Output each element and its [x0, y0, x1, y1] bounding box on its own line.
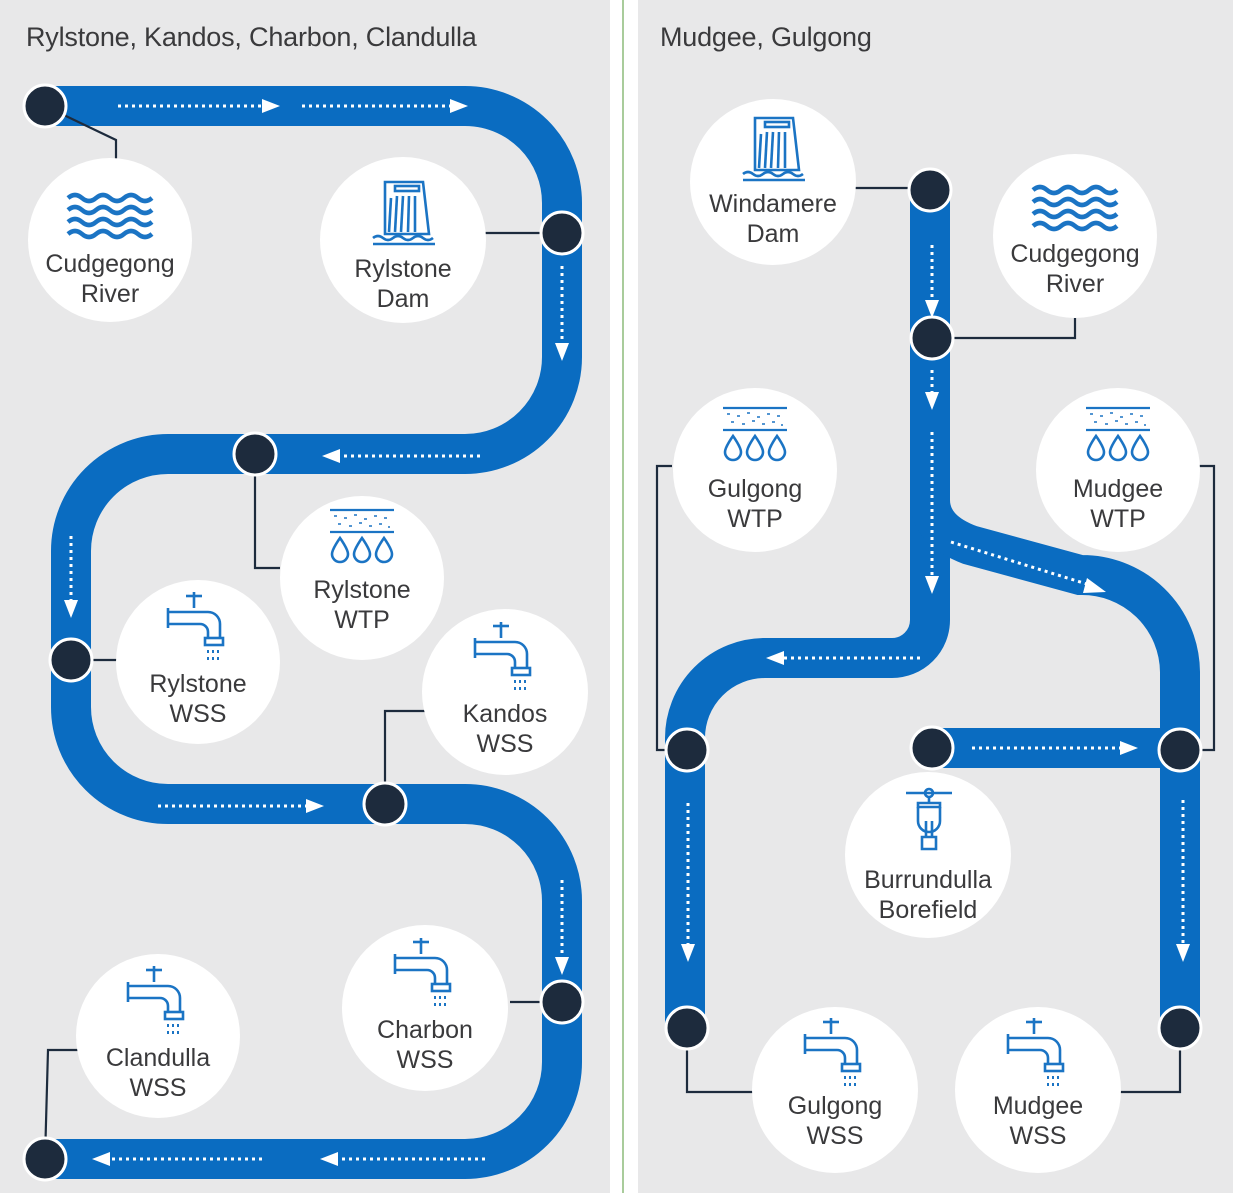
node-label: Gulgong — [788, 1092, 883, 1120]
node-label: Rylstone — [313, 576, 410, 604]
node-label: WSS — [1010, 1122, 1067, 1150]
node-label: Clandulla — [106, 1044, 210, 1072]
junction-dot — [362, 781, 408, 827]
junction-dot — [539, 210, 585, 256]
node-label: Dam — [747, 220, 800, 248]
junctions — [22, 83, 1203, 1182]
panel-title-left: Rylstone, Kandos, Charbon, Clandulla — [26, 22, 477, 52]
junction-dot — [909, 725, 955, 771]
node-label: WSS — [397, 1046, 454, 1074]
node-label: Cudgegong — [45, 250, 174, 278]
node-label: Windamere — [709, 190, 837, 218]
node-gulgong-wss: Gulgong WSS — [752, 1007, 918, 1173]
node-label: Mudgee — [1073, 475, 1163, 503]
node-mudgee-wss: Mudgee WSS — [955, 1007, 1121, 1173]
node-label: WSS — [807, 1122, 864, 1150]
flow-arrows-left — [69, 104, 564, 1161]
node-label: Mudgee — [993, 1092, 1083, 1120]
node-label: Dam — [377, 285, 430, 313]
node-gulgong-wtp: Gulgong WTP — [673, 388, 837, 552]
node-label: Gulgong — [708, 475, 803, 503]
pipe-right — [665, 192, 1200, 1028]
node-label: Charbon — [377, 1016, 473, 1044]
node-label: River — [1046, 270, 1104, 298]
junction-dot — [664, 727, 710, 773]
junction-dot — [539, 979, 585, 1025]
node-cudgegong-river-right: Cudgegong River — [993, 154, 1157, 318]
junction-dot — [1157, 1005, 1203, 1051]
node-label: River — [81, 280, 139, 308]
panel-divider — [622, 0, 624, 1193]
node-kandos-wss: Kandos WSS — [422, 609, 588, 775]
node-mudgee-wtp: Mudgee WTP — [1036, 388, 1200, 552]
node-label: Borefield — [879, 896, 978, 924]
junction-dot — [909, 315, 955, 361]
node-label: WSS — [170, 700, 227, 728]
junction-dot — [22, 1136, 68, 1182]
junction-dot — [664, 1005, 710, 1051]
node-clandulla-wss: Clandulla WSS — [76, 954, 240, 1118]
node-label: WSS — [477, 730, 534, 758]
node-rylstone-dam: Rylstone Dam — [320, 157, 486, 323]
node-label: WTP — [1090, 505, 1146, 533]
node-label: Rylstone — [354, 255, 451, 283]
junction-dot — [22, 83, 68, 129]
node-windamere-dam: Windamere Dam — [690, 99, 856, 265]
node-label: Kandos — [463, 700, 548, 728]
node-cudgegong-river-left: Cudgegong River — [28, 158, 192, 322]
flow-arrows-right — [686, 245, 1185, 944]
panel-title-right: Mudgee, Gulgong — [660, 22, 872, 52]
node-rylstone-wss: Rylstone WSS — [116, 580, 280, 744]
node-label: WTP — [334, 606, 390, 634]
junction-dot — [232, 431, 278, 477]
flow-arrowheads-left — [64, 99, 569, 1166]
node-rylstone-wtp: Rylstone WTP — [280, 496, 444, 660]
flow-arrowheads-right — [681, 300, 1190, 962]
node-label: WSS — [130, 1074, 187, 1102]
node-charbon-wss: Charbon WSS — [342, 925, 508, 1091]
junction-dot — [48, 637, 94, 683]
junction-dot — [1157, 727, 1203, 773]
node-label: Rylstone — [149, 670, 246, 698]
node-label: WTP — [727, 505, 783, 533]
node-label: Burrundulla — [864, 866, 992, 894]
node-burrundulla-borefield: Burrundulla Borefield — [845, 772, 1011, 938]
junction-dot — [907, 167, 953, 213]
node-label: Cudgegong — [1010, 240, 1139, 268]
